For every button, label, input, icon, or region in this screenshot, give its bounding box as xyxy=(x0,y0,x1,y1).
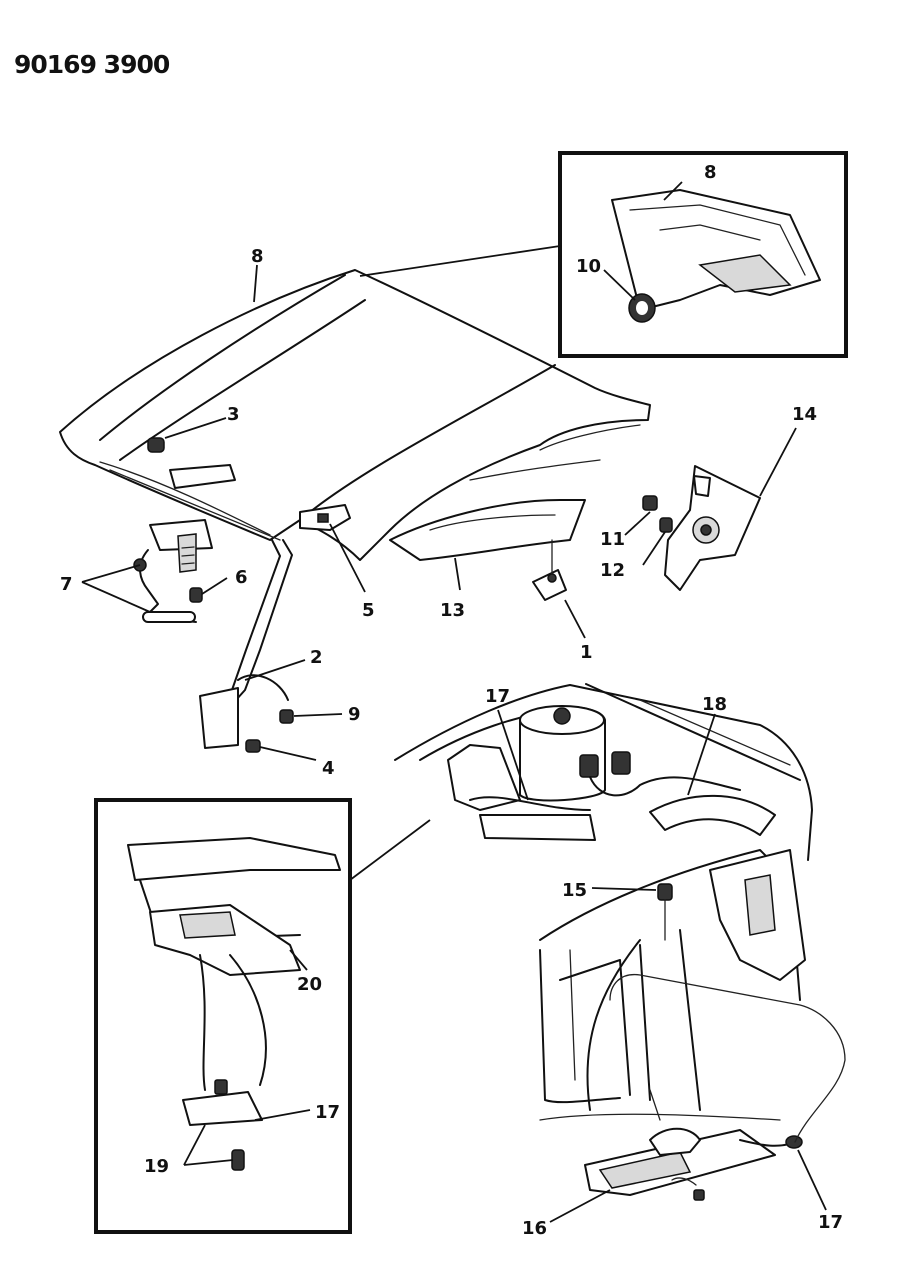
latch-bolt-15 xyxy=(657,883,673,941)
safety-catch-bracket xyxy=(642,465,761,591)
callout-labels: 1 2 3 4 5 6 7 8 8 9 10 11 12 13 14 15 16… xyxy=(60,162,843,1239)
callout-3: 3 xyxy=(227,404,240,425)
hood-hinge-arm xyxy=(199,539,294,753)
hood-latch-16 xyxy=(584,1127,803,1201)
callout-4: 4 xyxy=(322,758,335,779)
callout-8: 8 xyxy=(251,246,264,267)
inset-hood-underside xyxy=(558,151,848,358)
callout-15: 15 xyxy=(562,880,587,901)
callout-14: 14 xyxy=(792,404,817,425)
callout-17-bottom: 17 xyxy=(818,1212,843,1233)
callout-5: 5 xyxy=(362,600,375,621)
document-id: 90169 3900 xyxy=(14,50,170,79)
callout-9: 9 xyxy=(348,704,361,725)
inset-pointer-top xyxy=(359,245,561,277)
release-cable xyxy=(609,973,846,1143)
callout-16: 16 xyxy=(522,1218,547,1239)
grommet-1 xyxy=(532,539,567,601)
inset-latch-detail xyxy=(94,798,352,1234)
callout-11: 11 xyxy=(600,529,625,550)
hood-panel xyxy=(59,269,651,561)
bumper-3 xyxy=(147,437,165,453)
callout-17-top: 17 xyxy=(485,686,510,707)
leader-lines xyxy=(81,181,827,1223)
callout-20: 20 xyxy=(297,974,322,995)
engine-bay xyxy=(394,683,813,1121)
callout-7: 7 xyxy=(60,574,73,595)
callout-1: 1 xyxy=(580,642,593,663)
callout-12: 12 xyxy=(600,560,625,581)
callout-19: 19 xyxy=(144,1156,169,1177)
latch-striker-assembly xyxy=(133,464,236,623)
inset-pointer-bottom xyxy=(349,819,431,881)
hood-hinge-mount xyxy=(299,504,351,531)
callout-13: 13 xyxy=(440,600,465,621)
callout-8-inset: 8 xyxy=(704,162,717,183)
callout-6: 6 xyxy=(235,567,248,588)
callout-2: 2 xyxy=(310,647,323,668)
callout-18: 18 xyxy=(702,694,727,715)
callout-10: 10 xyxy=(576,256,601,277)
callout-17-inset: 17 xyxy=(315,1102,340,1123)
